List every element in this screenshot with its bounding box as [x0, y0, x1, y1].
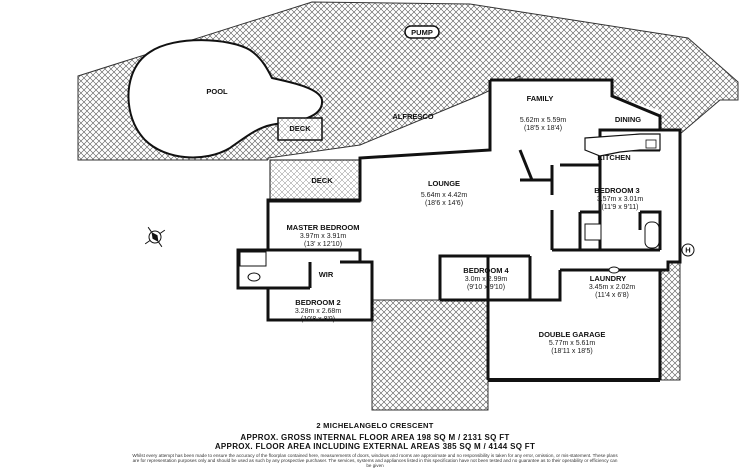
hot-water-marker [681, 243, 695, 257]
front-path [371, 299, 489, 411]
garage-label: DOUBLE GARAGE [539, 330, 606, 339]
laundry-tub [608, 266, 620, 274]
kitchen-label: KITCHEN [597, 153, 630, 162]
bedroom3-imperial: (11'9 x 9'11) [601, 204, 638, 211]
pump-label: PUMP [411, 28, 433, 37]
lounge-metric: 5.64m x 4.42m [421, 192, 467, 199]
laundry-imperial: (11'4 x 6'8) [595, 292, 629, 299]
master-label: MASTER BEDROOM [287, 223, 360, 232]
garage-imperial: (18'11 x 18'5) [551, 348, 592, 355]
family-label: FAMILY [527, 94, 554, 103]
toilet [247, 272, 261, 282]
ensuite-shower [239, 251, 267, 267]
internal-area-text: APPROX. GROSS INTERNAL FLOOR AREA 198 SQ… [240, 433, 510, 442]
master-imperial: (13' x 12'10) [304, 241, 342, 248]
kitchen-bench [584, 133, 661, 157]
wir-label: WIR [319, 270, 334, 279]
compass-icon [144, 226, 166, 248]
bedroom3-metric: 3.57m x 3.01m [597, 196, 643, 203]
bedroom2-label: BEDROOM 2 [295, 298, 340, 307]
alfresco-label: ALFRESCO [392, 112, 433, 121]
pool-deck-label: DECK [289, 124, 311, 133]
deck-area [269, 159, 361, 203]
laundry-label: LAUNDRY [590, 274, 626, 283]
lounge-label: LOUNGE [428, 179, 460, 188]
lounge-imperial: (18'6 x 14'6) [425, 200, 463, 207]
pump-box [404, 25, 440, 39]
family-imperial: (18'5 x 18'4) [524, 125, 562, 132]
kitchen-sink [645, 139, 657, 149]
garage-metric: 5.77m x 5.61m [549, 340, 595, 347]
laundry-metric: 3.45m x 2.02m [589, 284, 635, 291]
deck-label: DECK [311, 176, 333, 185]
bathtub [644, 221, 660, 249]
disclaimer-text: Whilst every attempt has been made to en… [132, 453, 618, 469]
bedroom3-label: BEDROOM 3 [594, 186, 639, 195]
family-metric: 5.62m x 5.59m [520, 117, 566, 124]
interior-walls [266, 128, 662, 302]
hot-water-label: H [685, 246, 690, 255]
property-address: 2 MICHELANGELO CRESCENT [316, 421, 434, 430]
pool-deck [277, 117, 323, 141]
bedroom4-imperial: (9'10 x 9'10) [467, 284, 505, 291]
bedroom4-metric: 3.0m x 2.99m [465, 276, 508, 283]
house-footprint [238, 80, 680, 380]
total-area-text: APPROX. FLOOR AREA INCLUDING EXTERNAL AR… [214, 442, 536, 451]
shower [584, 223, 602, 241]
master-metric: 3.97m x 3.91m [300, 233, 346, 240]
bedroom2-imperial: (10'8 x 8'9) [301, 316, 335, 323]
dining-label: DINING [615, 115, 641, 124]
pool-shape [127, 39, 324, 159]
bedroom4-label: BEDROOM 4 [463, 266, 509, 275]
bedroom2-metric: 3.28m x 2.68m [295, 308, 341, 315]
pool-label: POOL [206, 87, 228, 96]
